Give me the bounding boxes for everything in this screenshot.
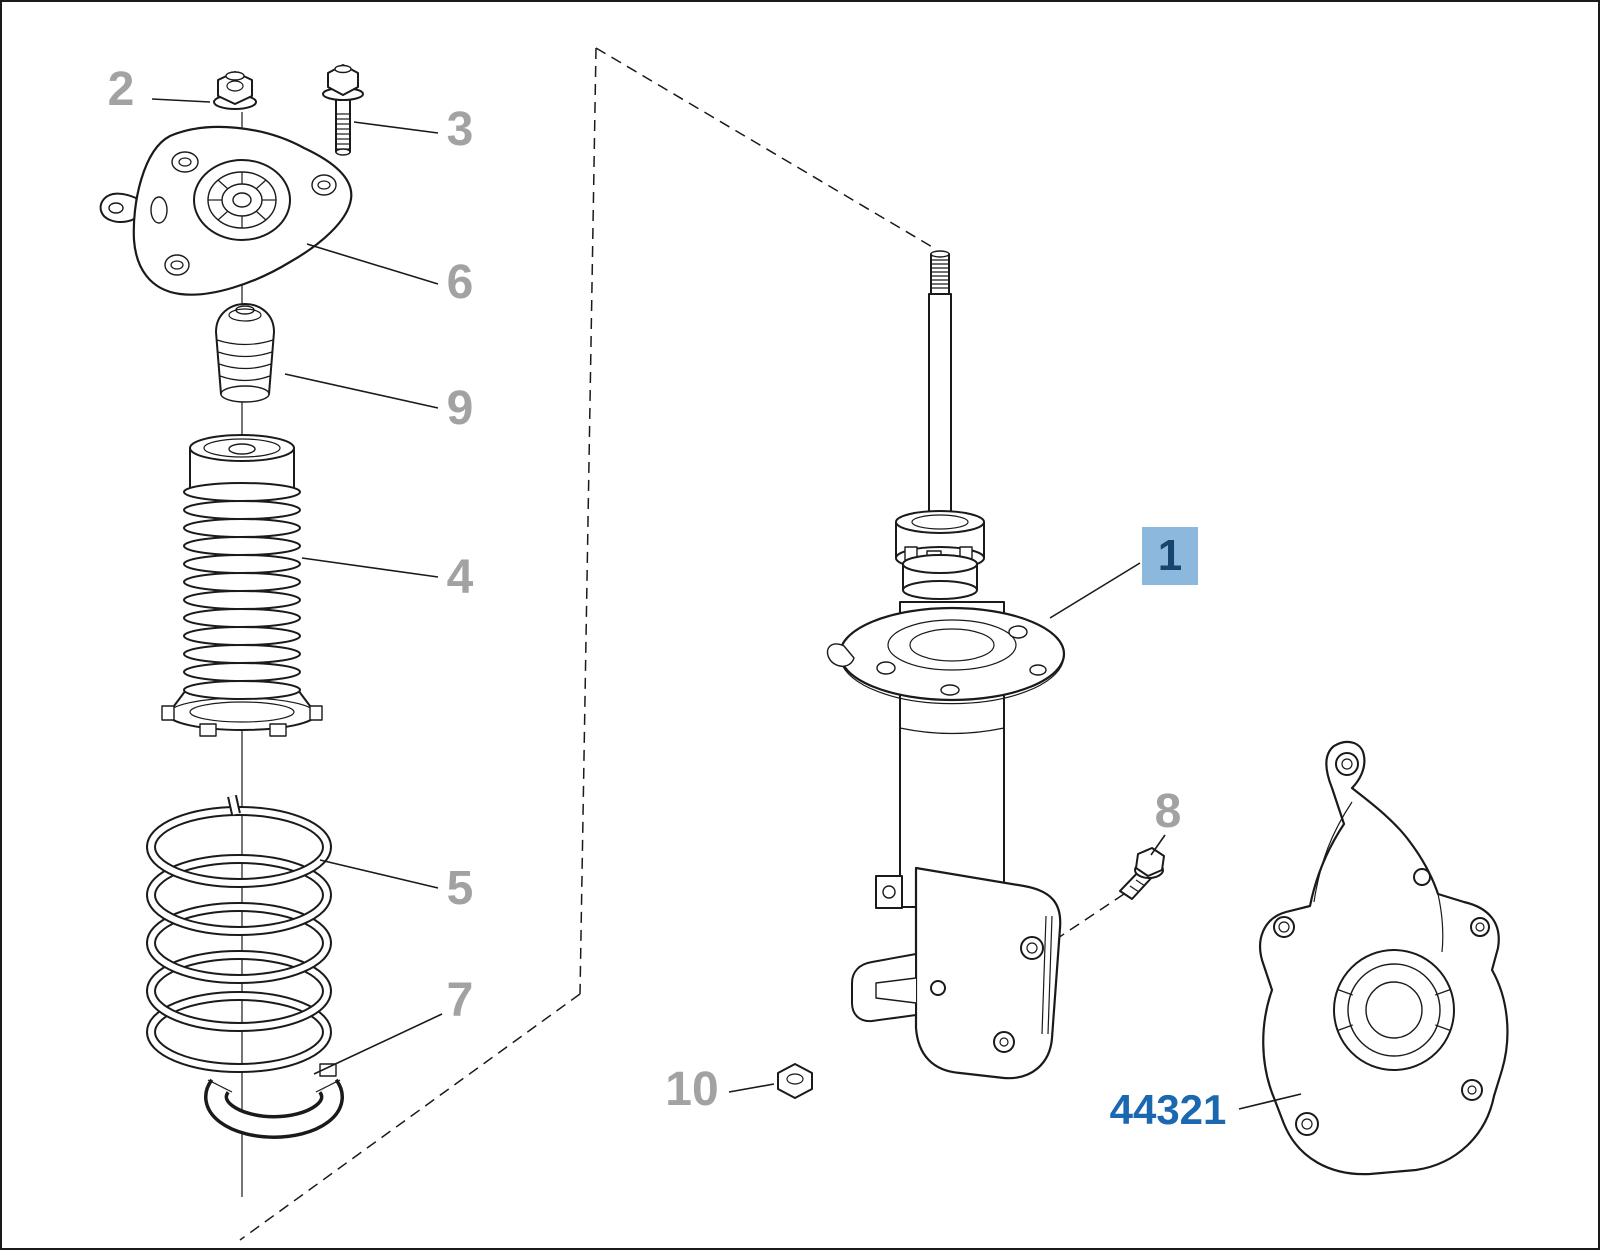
dust-boot-drawing: [161, 434, 323, 737]
part-number-link[interactable]: 44321: [1109, 1086, 1227, 1133]
spring-seat-drawing: [204, 1063, 344, 1139]
strut-mount-drawing: [99, 125, 353, 296]
callout-7: 7: [446, 974, 474, 1027]
callout-6: 6: [446, 256, 474, 309]
callout-8: 8: [1154, 785, 1182, 838]
bracket-bolt-drawing: [1119, 847, 1165, 900]
callout-3: 3: [446, 103, 474, 156]
callout-5: 5: [446, 862, 474, 915]
bump-stop-drawing: [215, 303, 275, 403]
bearing-hatching: [208, 172, 276, 228]
flange-nut-drawing: [213, 71, 257, 110]
hex-nut-drawing: [777, 1063, 813, 1099]
hub-hatching: [1337, 988, 1451, 1032]
steering-knuckle-drawing: [1259, 740, 1509, 1176]
callout-1-highlighted[interactable]: 1: [1142, 527, 1198, 585]
coil-spring-drawing: [146, 794, 332, 1073]
strut-assembly-drawing: [826, 250, 1066, 1080]
callout-10: 10: [665, 1063, 719, 1116]
callout-9: 9: [446, 382, 474, 435]
leader-lines: [151, 98, 1302, 1110]
bolt-drawing: [322, 64, 364, 156]
callout-4: 4: [446, 551, 474, 604]
callout-2: 2: [107, 63, 135, 116]
